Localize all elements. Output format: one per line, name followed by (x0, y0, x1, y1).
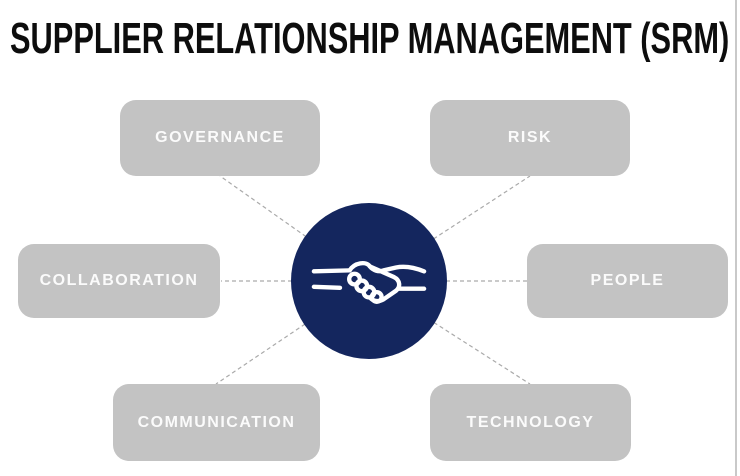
node-governance-label: GOVERNANCE (155, 129, 285, 146)
node-communication: COMMUNICATION (113, 384, 320, 461)
node-technology: TECHNOLOGY (430, 384, 631, 461)
handshake-icon (311, 260, 427, 304)
node-collaboration: COLLABORATION (18, 244, 220, 318)
node-communication-label: COMMUNICATION (137, 413, 296, 431)
node-collaboration-label: COLLABORATION (39, 272, 199, 289)
node-technology-label: TECHNOLOGY (466, 413, 595, 431)
page-title: SUPPLIER RELATIONSHIP MANAGEMENT (SRM) (10, 14, 730, 63)
node-governance: GOVERNANCE (120, 100, 320, 176)
srm-hub-circle (291, 203, 447, 359)
node-people: PEOPLE (527, 244, 728, 318)
page-edge-line (735, 0, 737, 476)
node-risk: RISK (430, 100, 630, 176)
node-people-label: PEOPLE (590, 272, 665, 289)
node-risk-label: RISK (507, 129, 553, 146)
